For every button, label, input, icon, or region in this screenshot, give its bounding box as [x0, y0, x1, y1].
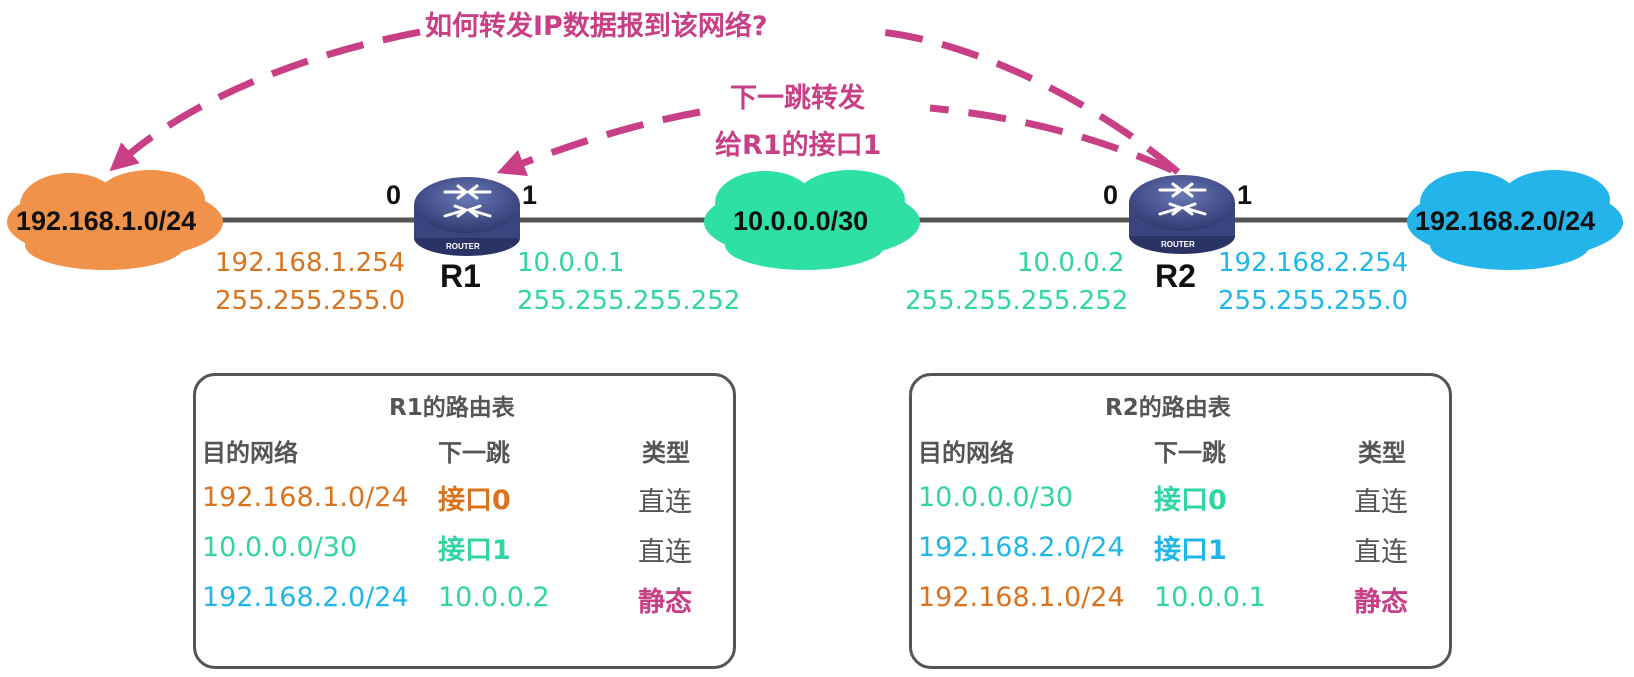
router-r2-icon-text: ROUTER: [1161, 240, 1195, 249]
r1-row1-type: 直连: [638, 487, 692, 518]
r1-port0: 0: [386, 180, 402, 210]
r1-port1: 1: [522, 180, 538, 210]
r1-row3-dest: 192.168.2.0/24: [202, 582, 409, 613]
r1-if0-mask: 255.255.255.0: [215, 286, 406, 316]
arrow-question: [120, 28, 1181, 172]
r2-if1-mask: 255.255.255.0: [1218, 286, 1409, 316]
cloud-middle: [704, 170, 920, 270]
network-left-label: 192.168.1.0/24: [16, 206, 197, 236]
question-annotation: 如何转发IP数据报到该网络?: [425, 11, 768, 42]
r1-if0-ip: 192.168.1.254: [215, 248, 406, 278]
r2-row1-dest: 10.0.0.0/30: [918, 482, 1074, 513]
r2-row3-type: 静态: [1354, 587, 1408, 618]
r2-port1: 1: [1237, 180, 1253, 210]
r1-row1-next-hop: 接口0: [438, 485, 511, 516]
r1-row2-dest: 10.0.0.0/30: [202, 532, 358, 563]
r1-header-type: 类型: [642, 439, 690, 467]
r1-row2-next-hop: 接口1: [438, 535, 511, 566]
r1-if1-mask: 255.255.255.252: [517, 286, 741, 316]
router-r1-icon-text: ROUTER: [446, 242, 480, 251]
r2-header-dest: 目的网络: [918, 439, 1014, 467]
router-r2-icon: [1129, 175, 1235, 254]
router-r1-icon: [414, 177, 520, 256]
r2-if0-ip: 10.0.0.2: [1017, 248, 1125, 278]
r2-row1-next-hop: 接口0: [1154, 485, 1227, 516]
r1-row1-dest: 192.168.1.0/24: [202, 482, 409, 513]
r1-row3-type: 静态: [638, 587, 692, 618]
r1-row3-next-hop: 10.0.0.2: [438, 582, 550, 613]
r2-if0-mask: 255.255.255.252: [905, 286, 1129, 316]
r2-row2-type: 直连: [1354, 537, 1408, 568]
router-r1-name: R1: [440, 258, 481, 294]
r1-routing-table-title: R1的路由表: [389, 395, 515, 421]
r1-row2-type: 直连: [638, 537, 692, 568]
r2-routing-table-title: R2的路由表: [1105, 395, 1231, 421]
next-hop-annotation-line1: 下一跳转发: [730, 83, 865, 114]
r2-row2-next-hop: 接口1: [1154, 535, 1227, 566]
r1-header-next-hop: 下一跳: [438, 439, 510, 467]
r1-if1-ip: 10.0.0.1: [517, 248, 625, 278]
r2-header-next-hop: 下一跳: [1154, 439, 1226, 467]
r2-row3-next-hop: 10.0.0.1: [1154, 582, 1266, 613]
r2-row2-dest: 192.168.2.0/24: [918, 532, 1125, 563]
cloud-left: [7, 170, 223, 270]
r2-if1-ip: 192.168.2.254: [1218, 248, 1409, 278]
network-right-label: 192.168.2.0/24: [1415, 206, 1596, 236]
arrow-next-hop: [510, 104, 1174, 170]
r1-routing-table: R1的路由表 目的网络 下一跳 类型 192.168.1.0/24 接口0 直连…: [193, 373, 736, 669]
cloud-right: [1407, 170, 1623, 270]
router-r2-name: R2: [1155, 258, 1196, 294]
r2-row3-dest: 192.168.1.0/24: [918, 582, 1125, 613]
next-hop-annotation-line2: 给R1的接口1: [715, 130, 882, 161]
r1-header-dest: 目的网络: [202, 439, 298, 467]
network-middle-label: 10.0.0.0/30: [733, 206, 869, 236]
r2-port0: 0: [1103, 180, 1119, 210]
r2-header-type: 类型: [1358, 439, 1406, 467]
r2-row1-type: 直连: [1354, 487, 1408, 518]
r2-routing-table: R2的路由表 目的网络 下一跳 类型 10.0.0.0/30 接口0 直连 19…: [909, 373, 1452, 669]
